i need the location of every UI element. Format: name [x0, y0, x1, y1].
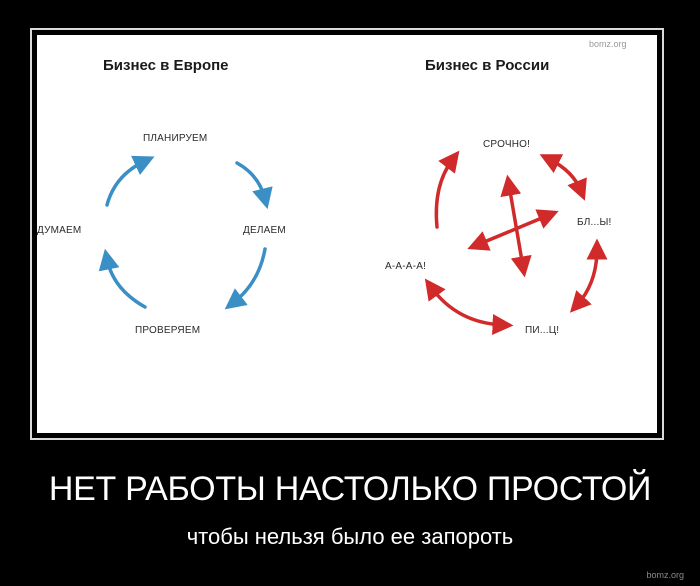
- russia-title: Бизнес в России: [425, 57, 550, 74]
- subline: чтобы нельзя было ее запороть: [186, 524, 514, 549]
- europe-arrow-plan-to-do: [235, 161, 273, 210]
- europe-title: Бизнес в Европе: [103, 57, 229, 74]
- russia-node-bottom: ПИ...Ц!: [525, 325, 560, 336]
- russia-arrow-urgent-loop: [539, 154, 587, 201]
- russia-node-right: БЛ...Ы!: [577, 217, 612, 228]
- diagram-panel: bomz.org Бизнес в Европе Бизнес в России…: [37, 35, 657, 433]
- russia-node-left: А-А-А-А!: [385, 261, 427, 272]
- europe-arrow-check-to-think: [98, 248, 147, 309]
- corner-watermark: bomz.org: [646, 570, 684, 580]
- russia-arrow-cross-horizontal: [467, 209, 559, 251]
- russia-arrow-bottom-left: [424, 278, 514, 336]
- russia-node-urgent: СРОЧНО!: [483, 139, 531, 150]
- headline: НЕТ РАБОТЫ НАСТОЛЬКО ПРОСТОЙ: [48, 470, 652, 508]
- europe-node-plan: ПЛАНИРУЕМ: [143, 133, 208, 144]
- russia-arrow-panic-to-urgent: [434, 150, 460, 229]
- poster-frame: [30, 28, 664, 440]
- diagram-svg: [98, 150, 608, 336]
- europe-node-think: ДУМАЕМ: [37, 225, 82, 236]
- europe-node-do: ДЕЛАЕМ: [243, 225, 286, 236]
- panel-watermark: bomz.org: [589, 39, 627, 49]
- europe-arrow-think-to-plan: [105, 155, 155, 207]
- europe-arrow-do-to-check: [224, 247, 267, 310]
- russia-arrow-right-down: [569, 238, 608, 313]
- europe-node-check: ПРОВЕРЯЕМ: [135, 325, 201, 336]
